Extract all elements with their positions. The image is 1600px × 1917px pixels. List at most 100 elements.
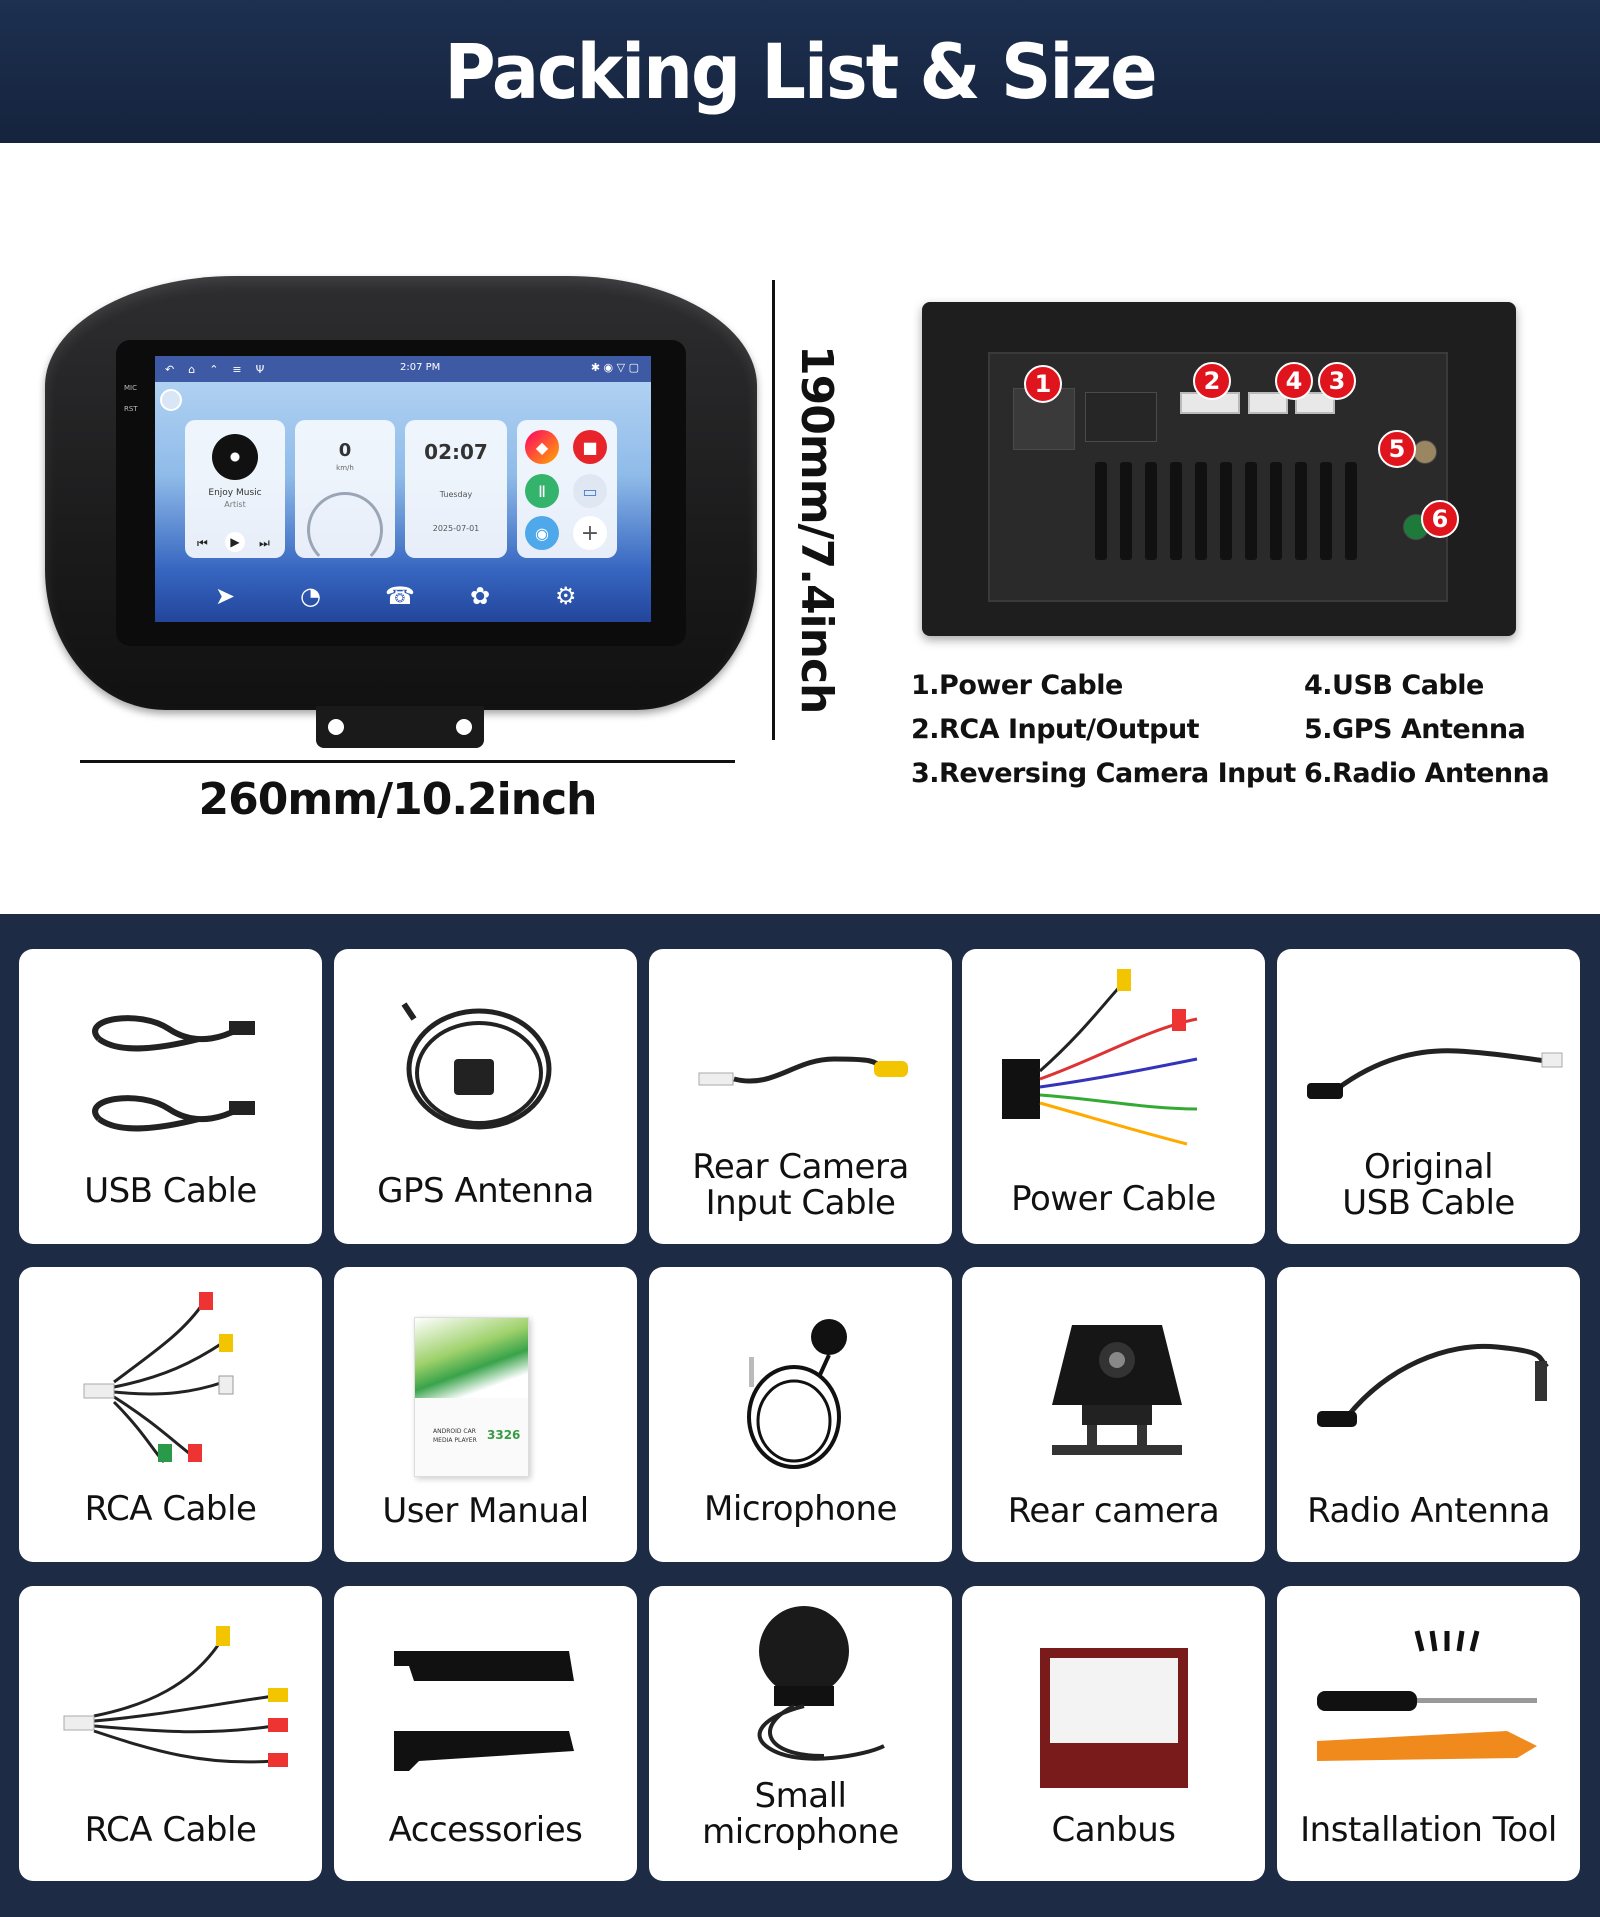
rca-cable-icon — [63, 1626, 288, 1767]
rear-camera-icon — [1052, 1325, 1182, 1455]
add-icon: + — [573, 516, 607, 550]
mount-hole — [456, 719, 472, 735]
usb-cable-icon — [92, 1015, 255, 1132]
menu-icon: ≡ — [232, 362, 242, 376]
floating-button — [160, 389, 182, 411]
chip-block — [1085, 392, 1157, 442]
speed-widget: 0 km/h — [295, 420, 395, 568]
mounting-tab — [316, 706, 484, 748]
usb-plug — [1248, 392, 1288, 414]
marker-2: 2 — [1193, 362, 1231, 400]
width-dimension: 260mm/10.2inch — [198, 774, 598, 825]
speed-value: 0 — [338, 440, 352, 461]
next-icon: ⏭ — [259, 536, 270, 550]
vent — [1195, 462, 1207, 560]
header-banner: Packing List & Size — [0, 0, 1600, 143]
item-label: Rear camera — [1007, 1491, 1220, 1531]
manual-line-2: MEDIA PLAYER — [433, 1437, 477, 1444]
item-canbus: Canbus — [962, 1586, 1265, 1881]
power-connector — [1013, 388, 1075, 450]
item-label: Accessories — [388, 1810, 583, 1850]
item-rca-cable-2: RCA Cable — [19, 1586, 322, 1881]
status-time: 2:07 PM — [400, 362, 441, 373]
item-gps-antenna: GPS Antenna — [334, 949, 637, 1244]
item-label: RCA Cable — [84, 1810, 257, 1850]
width-dimension-line — [80, 760, 735, 763]
item-rca-cable: RCA Cable — [19, 1267, 322, 1562]
manual-code: 3326 — [487, 1428, 521, 1442]
item-user-manual: ANDROID CAR MEDIA PLAYER 3326 User Manua… — [334, 1267, 637, 1562]
manual-line-1: ANDROID CAR — [433, 1428, 476, 1435]
navigation-icon: ➤ — [215, 582, 236, 610]
play-icon: ▶ — [225, 532, 245, 552]
vent — [1295, 462, 1307, 560]
marker-5: 5 — [1378, 430, 1416, 468]
app-store-icon: ◆ — [525, 430, 559, 464]
status-bar: ↶ ⌂ ⌃ ≡ Ψ — [155, 356, 651, 382]
camera-input-cable-icon — [698, 1056, 908, 1086]
mount-hole — [328, 719, 344, 735]
car-icon: ▭ — [573, 474, 607, 508]
item-label: User Manual — [382, 1491, 589, 1531]
power-cable-icon — [1002, 969, 1198, 1146]
clock-widget: 02:07 Tuesday 2025-07-01 — [405, 420, 507, 558]
marker-6: 6 — [1421, 500, 1459, 538]
user-manual-icon: ANDROID CAR MEDIA PLAYER 3326 — [414, 1317, 529, 1477]
legend-rca: 2.RCA Input/Output — [911, 714, 1200, 745]
item-label: Power Cable — [1011, 1179, 1216, 1219]
small-microphone-icon — [757, 1606, 885, 1761]
apps-widget: ◆ ■ Ⅱ ▭ ◉ + — [517, 420, 617, 558]
vent — [1320, 462, 1332, 560]
video-icon: ✿ — [470, 582, 491, 610]
back-icon: ↶ — [165, 362, 175, 376]
speedometer-gauge — [307, 492, 383, 568]
item-radio-antenna: Radio Antenna — [1277, 1267, 1580, 1562]
camera-plug — [1295, 392, 1335, 414]
item-label: Radio Antenna — [1307, 1491, 1550, 1531]
item-label: RCA Cable — [84, 1489, 257, 1529]
music-title: Enjoy Music — [208, 488, 262, 498]
height-dimension: 190mm/7.4inch — [791, 345, 842, 714]
height-dimension-line — [772, 280, 775, 740]
vent — [1220, 462, 1232, 560]
item-label: Installation Tool — [1300, 1810, 1557, 1850]
item-rear-camera-input-cable: Rear Camera Input Cable — [649, 949, 952, 1244]
camera-icon: ◉ — [525, 516, 559, 550]
item-installation-tool: Installation Tool — [1277, 1586, 1580, 1881]
music-artist: Artist — [224, 500, 246, 509]
legend-reversing-camera: 3.Reversing Camera Input — [911, 758, 1296, 789]
marker-3: 3 — [1318, 362, 1356, 400]
item-label: Rear Camera Input Cable — [692, 1147, 909, 1223]
original-usb-cable-icon — [1307, 1048, 1563, 1099]
up-icon: ⌃ — [209, 362, 219, 376]
equalizer-icon: Ⅱ — [525, 474, 559, 508]
settings-icon: ⚙ — [555, 582, 577, 610]
item-rear-camera: Rear camera — [962, 1267, 1265, 1562]
rst-label: RST — [124, 405, 138, 413]
music-widget: Enjoy Music Artist ⏮ ▶ ⏭ — [185, 420, 285, 558]
legend-radio-antenna: 6.Radio Antenna — [1304, 758, 1550, 789]
page-title: Packing List & Size — [444, 27, 1157, 116]
installation-tool-icon — [1317, 1630, 1537, 1761]
item-accessories: Accessories — [334, 1586, 637, 1881]
clock-date: 2025-07-01 — [432, 524, 480, 533]
item-original-usb-cable: Original USB Cable — [1277, 949, 1580, 1244]
item-label: Microphone — [704, 1489, 897, 1529]
home-icon: ⌂ — [188, 362, 196, 376]
canbus-icon — [1040, 1648, 1188, 1788]
gps-antenna-icon — [401, 1002, 552, 1130]
vent — [1245, 462, 1257, 560]
item-power-cable: Power Cable — [962, 949, 1265, 1244]
vent — [1120, 462, 1132, 560]
clock-day: Tuesday — [439, 490, 473, 499]
marker-4: 4 — [1275, 362, 1313, 400]
usb-icon: Ψ — [255, 362, 265, 376]
status-icons: ✱ ◉ ▽ ▢ — [590, 361, 639, 374]
microphone-icon — [747, 1319, 847, 1469]
media-icon: ◔ — [300, 582, 321, 610]
radio-antenna-icon — [1317, 1343, 1549, 1427]
accessories-icon — [394, 1651, 574, 1771]
vent — [1145, 462, 1157, 560]
vent — [1170, 462, 1182, 560]
item-label: Original USB Cable — [1342, 1147, 1515, 1223]
